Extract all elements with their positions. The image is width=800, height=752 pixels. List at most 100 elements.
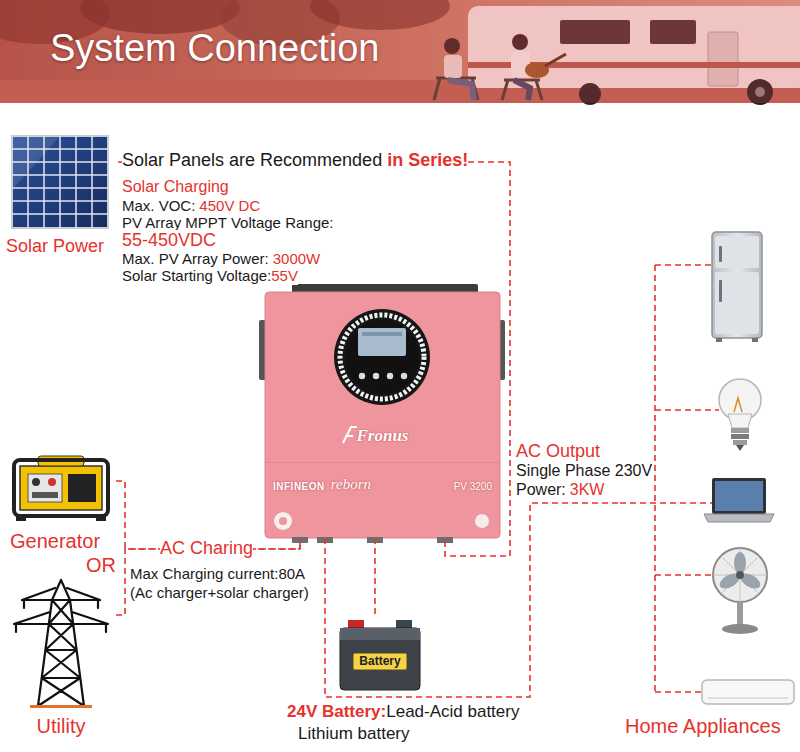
electric-fan-icon — [713, 548, 767, 602]
inverter-body — [343, 427, 357, 443]
dashed-connector — [325, 503, 620, 697]
label-line: Max. PV Array Power:3000W — [122, 250, 320, 268]
inverter-body — [475, 514, 489, 528]
laptop-icon — [704, 514, 774, 522]
light-bulb-icon — [736, 445, 744, 451]
generator-icon — [16, 516, 26, 521]
light-bulb-icon — [733, 440, 747, 445]
spec-text: Max. VOC: — [122, 197, 195, 214]
laptop-icon — [704, 478, 774, 522]
inverter-body — [373, 373, 379, 379]
generator-icon — [96, 516, 106, 521]
spec-text: PV Array MPPT Voltage Range: — [122, 214, 334, 231]
generator-icon — [28, 474, 62, 502]
spec-text: Power: — [516, 481, 566, 499]
inverter-body — [265, 462, 500, 463]
spec-text: Max Charging current:80A — [130, 565, 305, 582]
highlight-text: 3000W — [273, 250, 321, 267]
refrigerator-icon — [712, 232, 762, 342]
battery-icon — [340, 620, 420, 690]
highlight-text: 450V DC — [199, 197, 260, 214]
utility-tower-icon — [14, 580, 108, 708]
air-conditioner-icon — [702, 680, 794, 704]
inverter-body — [362, 332, 402, 336]
highlight-text: Solar Charging — [122, 178, 229, 196]
laptop-icon — [715, 481, 763, 511]
home-appliances: Home Appliances — [620, 228, 796, 738]
electric-fan-icon — [722, 624, 758, 634]
refrigerator-icon — [719, 280, 722, 302]
highlight-text: 55V — [271, 267, 298, 284]
highlight-text: 3KW — [570, 481, 605, 499]
utility-tower-icon — [14, 580, 108, 706]
electric-fan-icon — [713, 548, 767, 634]
inverter-body — [274, 512, 292, 530]
inverter-body — [359, 373, 365, 379]
solar-panel-icon — [12, 136, 108, 228]
solar-panel-icon — [12, 136, 108, 228]
refrigerator-icon — [716, 338, 722, 342]
label-line: 24V Battery:Lead-Acid battery — [287, 702, 519, 722]
air-conditioner-icon — [702, 680, 794, 704]
refrigerator-icon — [719, 246, 722, 262]
highlight-text: 24V Battery: — [287, 702, 386, 722]
label-line: OR — [86, 554, 116, 577]
spec-text: (Ac charger+solar charger) — [130, 584, 309, 601]
generator-icon — [48, 478, 56, 486]
generator-icon — [32, 492, 58, 498]
inverter-body — [401, 373, 407, 379]
label-line: AC Charing — [160, 538, 253, 559]
electric-fan-icon — [713, 548, 767, 602]
refrigerator-icon — [712, 232, 762, 338]
generator-icon — [32, 478, 40, 486]
refrigerator-icon — [715, 272, 759, 334]
generator: Generator — [6, 450, 116, 553]
spec-text: Lithium battery — [298, 724, 410, 744]
device-label: Utility — [37, 715, 86, 738]
highlight-text: AC Output — [516, 441, 600, 462]
generator-icon — [68, 474, 96, 502]
generator-icon — [20, 466, 102, 510]
inverter-body — [279, 517, 287, 525]
label-line: AC Output — [516, 441, 600, 462]
inverter-body — [358, 328, 406, 356]
inverter-box: FronusINFINEONrebornPV 3200 — [265, 292, 502, 538]
inverter-body — [345, 320, 419, 394]
brand-name: Fronus — [273, 426, 492, 446]
inverter-body — [334, 309, 430, 405]
air-conditioner-icon — [708, 698, 788, 699]
series-name: reborn — [331, 476, 371, 493]
light-bulb-icon — [719, 379, 761, 451]
electric-fan-icon — [736, 571, 744, 579]
header-banner — [0, 0, 800, 103]
electric-fan-icon — [737, 602, 743, 626]
label-line: Solar Starting Voltage:55V — [122, 267, 298, 285]
label-line: Solar Charging — [122, 178, 229, 196]
battery-icon — [340, 628, 420, 690]
spec-text: Solar Starting Voltage: — [122, 267, 271, 284]
label-line: Single Phase 230V — [516, 462, 652, 480]
device-label: Home Appliances — [625, 715, 781, 738]
spec-text: Solar Panels are Recommended — [122, 150, 382, 171]
solar-panel: Solar Power — [6, 133, 118, 257]
inverter-body — [265, 292, 500, 538]
spec-text: Single Phase 230V — [516, 462, 652, 480]
highlight-text: in Series! — [387, 150, 468, 171]
page-title: System Connection — [50, 27, 380, 71]
spec-text: Lead-Acid battery — [386, 702, 519, 722]
laptop-icon — [712, 478, 766, 514]
inverter-body — [340, 315, 424, 399]
battery-label: Battery — [353, 653, 406, 671]
dashed-connector — [374, 538, 376, 618]
header-banner — [0, 0, 800, 103]
device-label: Solar Power — [6, 236, 104, 257]
label-line: Lithium battery — [298, 724, 410, 744]
spec-text: Max. PV Array Power: — [122, 250, 269, 267]
battery-icon — [340, 628, 420, 640]
title-holder: System Connection — [50, 27, 380, 71]
utility-grid: Utility — [6, 576, 116, 738]
label-line: Power:3KW — [516, 481, 604, 499]
